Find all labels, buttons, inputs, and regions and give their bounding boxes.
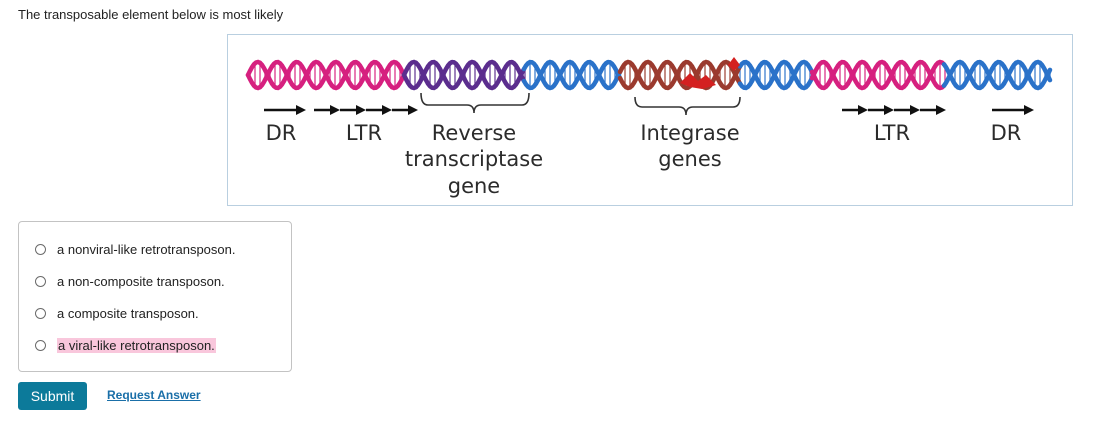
- radio-button[interactable]: [35, 340, 46, 351]
- option-3[interactable]: a composite transposon.: [35, 302, 199, 324]
- dna-backbone: [392, 75, 404, 88]
- rt-bracket: [421, 93, 529, 113]
- dna-double-helix: [248, 57, 1050, 89]
- integrase-bracket: [635, 97, 740, 115]
- dna-backbone: [812, 72, 824, 88]
- rt-label-line2: transcriptase: [405, 147, 543, 171]
- ltr-right-label: LTR: [874, 121, 910, 145]
- dna-backbone: [1016, 62, 1028, 75]
- dna-backbone: [968, 72, 980, 88]
- option-4-label: a viral-like retrotransposon.: [57, 338, 216, 353]
- arrowhead: [1024, 105, 1034, 115]
- arrowhead: [330, 105, 340, 115]
- dna-backbone: [1016, 75, 1028, 88]
- dna-diagram: DR LTR Reverse transcriptase gene Integr…: [228, 35, 1074, 207]
- dna-backbone: [656, 72, 668, 88]
- dna-backbone: [800, 62, 812, 72]
- option-3-label: a composite transposon.: [57, 306, 199, 321]
- arrowhead: [936, 105, 946, 115]
- arrowhead: [408, 105, 418, 115]
- dna-backbone: [860, 75, 872, 88]
- radio-button[interactable]: [35, 308, 46, 319]
- gene-brackets: [421, 93, 740, 115]
- option-1-label: a nonviral-like retrotransposon.: [57, 242, 235, 257]
- submit-button[interactable]: Submit: [18, 382, 87, 410]
- option-2-label: a non-composite transposon.: [57, 274, 225, 289]
- radio-button[interactable]: [35, 244, 46, 255]
- dna-backbone: [452, 62, 464, 78]
- question-prompt: The transposable element below is most l…: [18, 7, 283, 22]
- dna-backbone: [332, 78, 344, 88]
- dna-backbone: [392, 62, 404, 75]
- arrowhead: [858, 105, 868, 115]
- radio-button[interactable]: [35, 276, 46, 287]
- dna-backbone: [920, 62, 932, 78]
- arrowhead: [884, 105, 894, 115]
- arrowhead: [910, 105, 920, 115]
- integrase-label-line1: Integrase: [640, 121, 739, 145]
- arrowhead: [296, 105, 306, 115]
- rt-label-line1: Reverse: [432, 121, 516, 145]
- dna-backbone: [800, 78, 812, 88]
- dr-left-label: DR: [266, 121, 297, 145]
- dna-backbone: [860, 62, 872, 75]
- option-4[interactable]: a viral-like retrotransposon.: [35, 334, 216, 356]
- transposon-figure: DR LTR Reverse transcriptase gene Integr…: [227, 34, 1073, 206]
- rt-label-line3: gene: [448, 174, 500, 198]
- option-1[interactable]: a nonviral-like retrotransposon.: [35, 238, 235, 260]
- integrase-label-line2: genes: [658, 147, 721, 171]
- arrowhead: [382, 105, 392, 115]
- dr-right-label: DR: [991, 121, 1022, 145]
- dna-backbone: [956, 62, 968, 72]
- dna-backbone: [296, 62, 308, 78]
- option-2[interactable]: a non-composite transposon.: [35, 270, 225, 292]
- request-answer-link[interactable]: Request Answer: [107, 388, 201, 402]
- answer-options: a nonviral-like retrotransposon. a non-c…: [18, 221, 292, 372]
- dna-backbone: [332, 62, 344, 72]
- ltr-left-label: LTR: [346, 121, 382, 145]
- arrowhead: [356, 105, 366, 115]
- dna-backbone: [956, 78, 968, 88]
